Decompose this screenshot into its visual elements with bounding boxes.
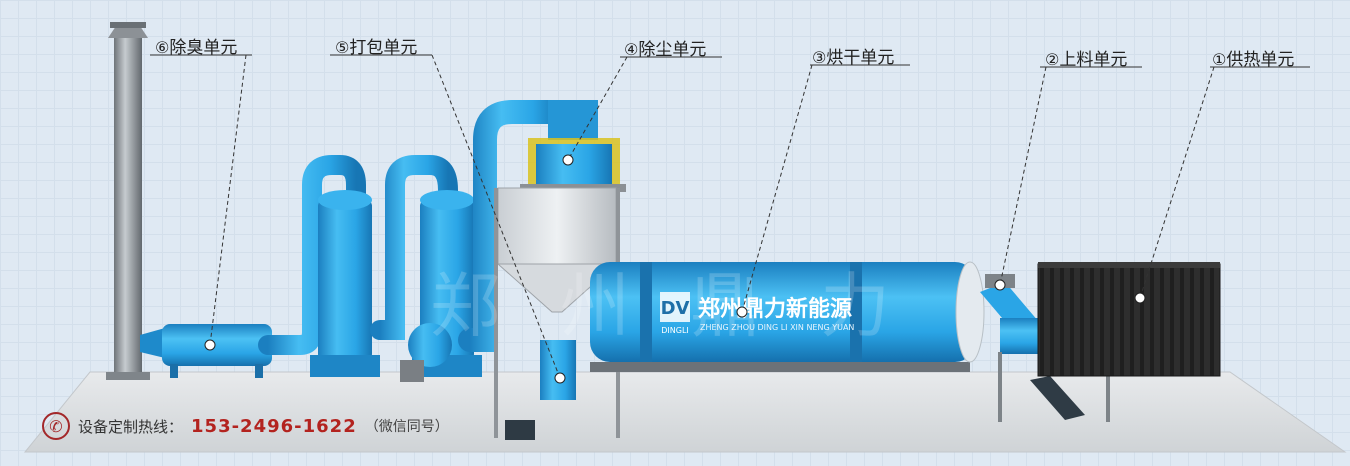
- brand-name-cn: 郑州鼎力新能源: [698, 296, 852, 322]
- duct-tower1-to-tower2: [370, 155, 458, 340]
- duct-tank-to-tower1: [258, 155, 366, 355]
- unit-number: ⑤: [335, 38, 350, 57]
- unit-number: ④: [624, 40, 639, 59]
- unit-name: 烘干单元: [826, 48, 895, 68]
- label-heating-unit: ①供热单元: [1212, 45, 1294, 70]
- leader-feeding: [999, 66, 1047, 286]
- leader-drying: [741, 64, 813, 313]
- heating-furnace: [1037, 262, 1221, 377]
- deodorization-tank: [140, 324, 272, 378]
- hotline: ✆ 设备定制热线： 153-2496-1622 （微信同号）: [42, 410, 449, 442]
- unit-number: ⑥: [155, 38, 170, 57]
- duct-collector-to-fan: [458, 100, 572, 352]
- hotline-number[interactable]: 153-2496-1622: [191, 415, 357, 437]
- phone-icon: ✆: [42, 412, 70, 440]
- induced-draft-fan: [400, 323, 452, 382]
- brand-name-pinyin: ZHENG ZHOU DING LI XIN NENG YUAN: [700, 323, 854, 332]
- unit-name: 除臭单元: [169, 38, 238, 58]
- marker-deodorization: [204, 339, 216, 351]
- label-deodorization-unit: ⑥除臭单元: [155, 33, 237, 58]
- brand-logo: DV DINGLI 郑州鼎力新能源 ZHENG ZHOU DING LI XIN…: [660, 292, 854, 335]
- callout-markers: [204, 154, 1146, 384]
- unit-number: ③: [812, 48, 827, 67]
- label-dust-unit: ④除尘单元: [624, 35, 706, 60]
- hotline-note: （微信同号）: [364, 419, 449, 435]
- callout-leaders: [150, 54, 1310, 379]
- packing-hopper: [494, 187, 620, 440]
- brand-watermark: 郑州鼎力: [430, 265, 950, 347]
- unit-name: 打包单元: [349, 38, 418, 58]
- marker-feeding: [994, 279, 1006, 291]
- hotline-label: 设备定制热线：: [78, 417, 184, 436]
- unit-name: 上料单元: [1059, 50, 1128, 70]
- label-drying-unit: ③烘干单元: [812, 43, 894, 68]
- unit-number: ①: [1212, 50, 1227, 69]
- unit-number: ②: [1045, 50, 1060, 69]
- unit-name: 供热单元: [1226, 50, 1295, 70]
- label-feeding-unit: ②上料单元: [1045, 45, 1127, 70]
- brand-logo-letters: DV: [661, 298, 690, 319]
- marker-dust: [562, 154, 574, 166]
- scrubber-tower-1: [310, 190, 380, 377]
- label-packing-unit: ⑤打包单元: [335, 33, 417, 58]
- unit-name: 除尘单元: [638, 40, 707, 60]
- leader-dust: [567, 56, 628, 161]
- leader-packing: [431, 54, 561, 379]
- leader-heating: [1139, 66, 1215, 299]
- marker-packing: [554, 372, 566, 384]
- brand-logo-sub: DINGLI: [661, 326, 689, 335]
- marker-heating: [1134, 292, 1146, 304]
- rotary-drum-dryer: [590, 261, 985, 372]
- marker-drying: [736, 306, 748, 318]
- chimney: [106, 22, 150, 380]
- leader-deodorization: [209, 54, 247, 346]
